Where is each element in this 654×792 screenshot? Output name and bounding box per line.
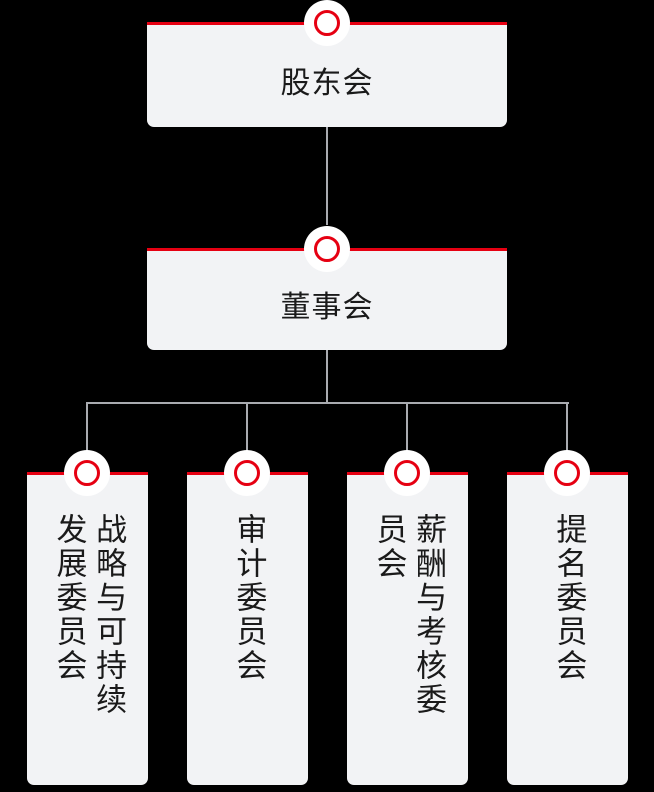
node-badge-committee-3 xyxy=(384,450,430,496)
circle-ring-icon xyxy=(314,10,340,36)
node-badge-shareholders xyxy=(304,0,350,46)
node-committee-label: 提名委员会 xyxy=(550,513,587,683)
node-committee-label: 审计委员会 xyxy=(230,513,267,683)
connector-drop-committee-3 xyxy=(406,402,408,452)
connector-board-to-bus xyxy=(326,350,328,403)
node-committee-label: 战略与可持续发展委员会 xyxy=(50,513,127,717)
circle-ring-icon xyxy=(74,460,100,486)
node-badge-committee-2 xyxy=(224,450,270,496)
circle-ring-icon xyxy=(394,460,420,486)
connector-shareholders-to-board xyxy=(326,127,328,225)
node-badge-board xyxy=(304,226,350,272)
node-committee-strategy-sustainability[interactable]: 战略与可持续发展委员会 xyxy=(27,472,148,785)
node-committee-label: 薪酬与考核委员会 xyxy=(370,513,447,717)
node-badge-committee-1 xyxy=(64,450,110,496)
node-committee-nomination[interactable]: 提名委员会 xyxy=(507,472,628,785)
circle-ring-icon xyxy=(314,236,340,262)
connector-drop-committee-2 xyxy=(246,402,248,452)
node-committee-audit[interactable]: 审计委员会 xyxy=(187,472,308,785)
circle-ring-icon xyxy=(234,460,260,486)
node-badge-committee-4 xyxy=(544,450,590,496)
node-committee-remuneration-appraisal[interactable]: 薪酬与考核委员会 xyxy=(347,472,468,785)
connector-drop-committee-4 xyxy=(566,402,568,452)
node-board-label: 董事会 xyxy=(280,290,374,325)
connector-drop-committee-1 xyxy=(86,402,88,452)
node-shareholders-label: 股东会 xyxy=(280,65,374,101)
connector-horizontal-bus xyxy=(87,402,569,404)
circle-ring-icon xyxy=(554,460,580,486)
